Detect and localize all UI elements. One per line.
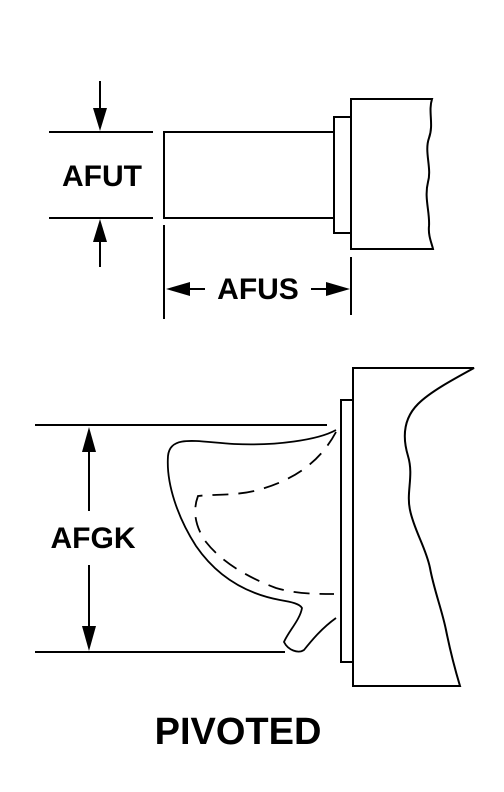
pivot-head-outline bbox=[166, 429, 337, 653]
afus-label: AFUS bbox=[217, 273, 299, 306]
afus-arrow-right-head bbox=[326, 282, 350, 296]
bottom-view bbox=[35, 367, 475, 687]
afgk-arrow-top-head bbox=[82, 427, 96, 452]
shank-body bbox=[163, 131, 335, 219]
afgk-label: AFGK bbox=[51, 522, 136, 555]
pivot-head-hidden-line bbox=[194, 431, 337, 595]
afut-label: AFUT bbox=[62, 160, 142, 193]
caption-label: PIVOTED bbox=[155, 711, 322, 753]
shank-collar bbox=[333, 116, 352, 234]
handle-stub bbox=[350, 98, 435, 250]
afut-arrow-bottom-head bbox=[93, 219, 107, 242]
pivot-handle bbox=[352, 367, 475, 687]
afut-arrow-top-head bbox=[93, 108, 107, 131]
afgk-arrow-bottom-head bbox=[82, 626, 96, 651]
afus-arrow-left-head bbox=[166, 282, 190, 296]
pivot-collar bbox=[340, 399, 354, 663]
top-view bbox=[49, 81, 435, 319]
